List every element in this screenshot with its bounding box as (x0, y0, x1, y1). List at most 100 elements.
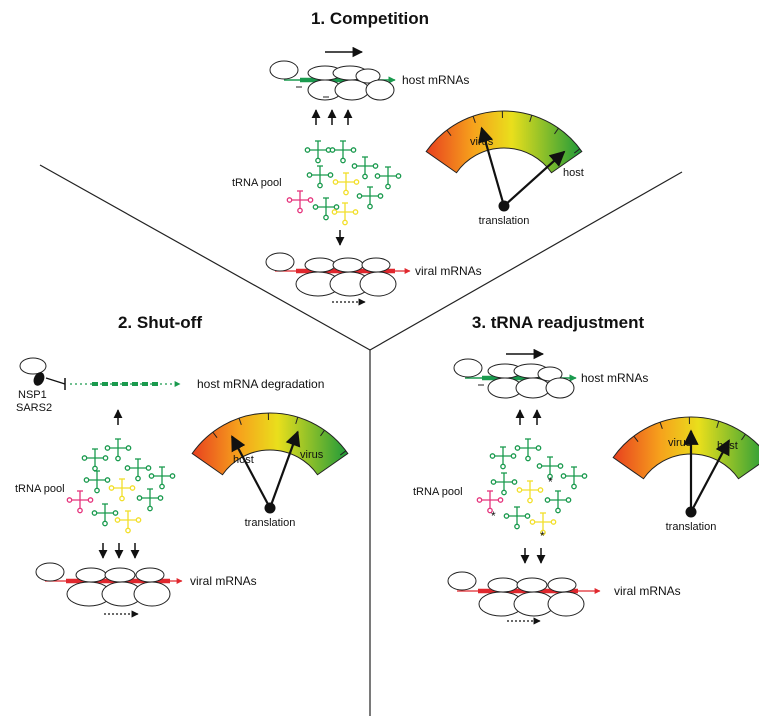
trna-loop (169, 473, 176, 479)
panel-title-readjustment: 3. tRNA readjustment (472, 313, 645, 332)
trna-loop (525, 455, 531, 462)
trna-loop (315, 157, 321, 164)
trna-loop (550, 519, 557, 525)
trna-loop (340, 157, 346, 164)
trna-loop (77, 507, 83, 514)
trna-loop (510, 453, 517, 459)
sars2-label: SARS2 (16, 402, 52, 414)
nsp1-virus-glyph: NSP1 SARS2 (16, 357, 66, 414)
trna-loop (342, 219, 348, 226)
gauge-tick (238, 418, 242, 425)
trna-loop (476, 497, 483, 503)
trna-loop (114, 517, 121, 523)
ribosome-small (75, 567, 107, 583)
ribosome-free-small (265, 252, 295, 272)
gauge-needle (690, 439, 730, 513)
nsp1-label: NSP1 (18, 389, 47, 401)
trna-loop (87, 497, 94, 503)
trna-molecule (476, 490, 504, 514)
trna-loop (385, 183, 391, 190)
trna-loop (119, 495, 125, 502)
host-mrna-label: host mRNAs (402, 73, 469, 87)
trna-molecule (83, 470, 111, 494)
gauge-center-label: translation (666, 521, 717, 533)
trna-loop (331, 209, 338, 215)
gauge-tick (716, 421, 720, 428)
trna-molecule (286, 190, 314, 214)
gauge-right-label: virus (300, 449, 324, 461)
ribosome-small (332, 257, 364, 273)
trna-loop (501, 489, 507, 496)
trna-loop (329, 147, 336, 153)
viral-mrna-label: viral mRNAs (190, 574, 257, 588)
viral-mrna-label: viral mRNAs (415, 264, 482, 278)
trna-supply-arrows-host (515, 409, 542, 425)
gauge-pivot (264, 502, 276, 514)
trna-loop (115, 455, 121, 462)
trna-loop (94, 487, 100, 494)
trna-molecule (148, 466, 176, 490)
trna-loop (102, 455, 109, 461)
trna-loop (511, 479, 518, 485)
panel-title-shutoff: 2. Shut-off (118, 313, 202, 332)
trna-loop (500, 463, 506, 470)
trna-molecule (91, 503, 119, 527)
panel-dividers (39, 164, 683, 716)
trna-loop (104, 445, 111, 451)
gauge-tick (212, 431, 218, 439)
trna-loop (524, 513, 531, 519)
trna-loop (557, 463, 564, 469)
trna-loop (353, 179, 360, 185)
trna-loop (327, 172, 334, 178)
trna-molecule (136, 488, 164, 512)
trna-loop (560, 473, 567, 479)
gauge-tick (446, 129, 452, 137)
trna-loop (540, 529, 546, 536)
trna-pool-label: tRNA pool (413, 486, 463, 498)
trna-loop (81, 455, 88, 461)
trna-molecule (312, 197, 340, 221)
panel-title-competition: 1. Competition (311, 9, 429, 28)
trna-loop (343, 189, 349, 196)
trna-molecule (66, 490, 94, 514)
modified-trna-mark: * (491, 509, 496, 523)
trna-loop (157, 495, 164, 501)
trna-supply-arrows-viral (520, 548, 546, 564)
gauge-arc (191, 412, 349, 476)
trna-loop (529, 519, 536, 525)
trna-loop (333, 204, 340, 210)
gauge-tick (339, 450, 347, 456)
degradation-label: host mRNA degradation (197, 377, 324, 391)
gauge-tick (472, 116, 476, 123)
ribosome-small (487, 577, 519, 593)
gauge-arc (612, 416, 759, 480)
gauge-needle (268, 430, 301, 509)
ribosome-small (104, 567, 136, 583)
trna-loop (487, 507, 493, 514)
trna-loop (135, 475, 141, 482)
trna-loop (332, 179, 339, 185)
viral-mrna-complex: viral mRNAs (35, 562, 257, 618)
trna-supply-arrows-viral (98, 543, 140, 559)
gauge-center-label: translation (245, 517, 296, 529)
trna-loop (312, 204, 319, 210)
gauge-right-label: host (717, 440, 738, 452)
panel-readjustment: 3. tRNA readjustment host mRNAs tRNA poo… (413, 313, 759, 625)
trna-loop (351, 163, 358, 169)
trna-pool-label: tRNA pool (232, 177, 282, 189)
trna-loop (377, 193, 384, 199)
trna-loop (395, 173, 402, 179)
trna-loop (372, 163, 379, 169)
trna-loop (306, 172, 313, 178)
trna-molecule (516, 480, 544, 504)
trna-loop (374, 173, 381, 179)
gauge-tick (295, 417, 299, 424)
panel-shutoff: 2. Shut-off NSP1 SARS2 host mRNA degrada… (15, 313, 349, 618)
gauge-tick (573, 148, 581, 154)
trna-molecule (304, 140, 332, 164)
trna-loop (286, 197, 293, 203)
trna-molecule (374, 166, 402, 190)
trna-loop (527, 497, 533, 504)
